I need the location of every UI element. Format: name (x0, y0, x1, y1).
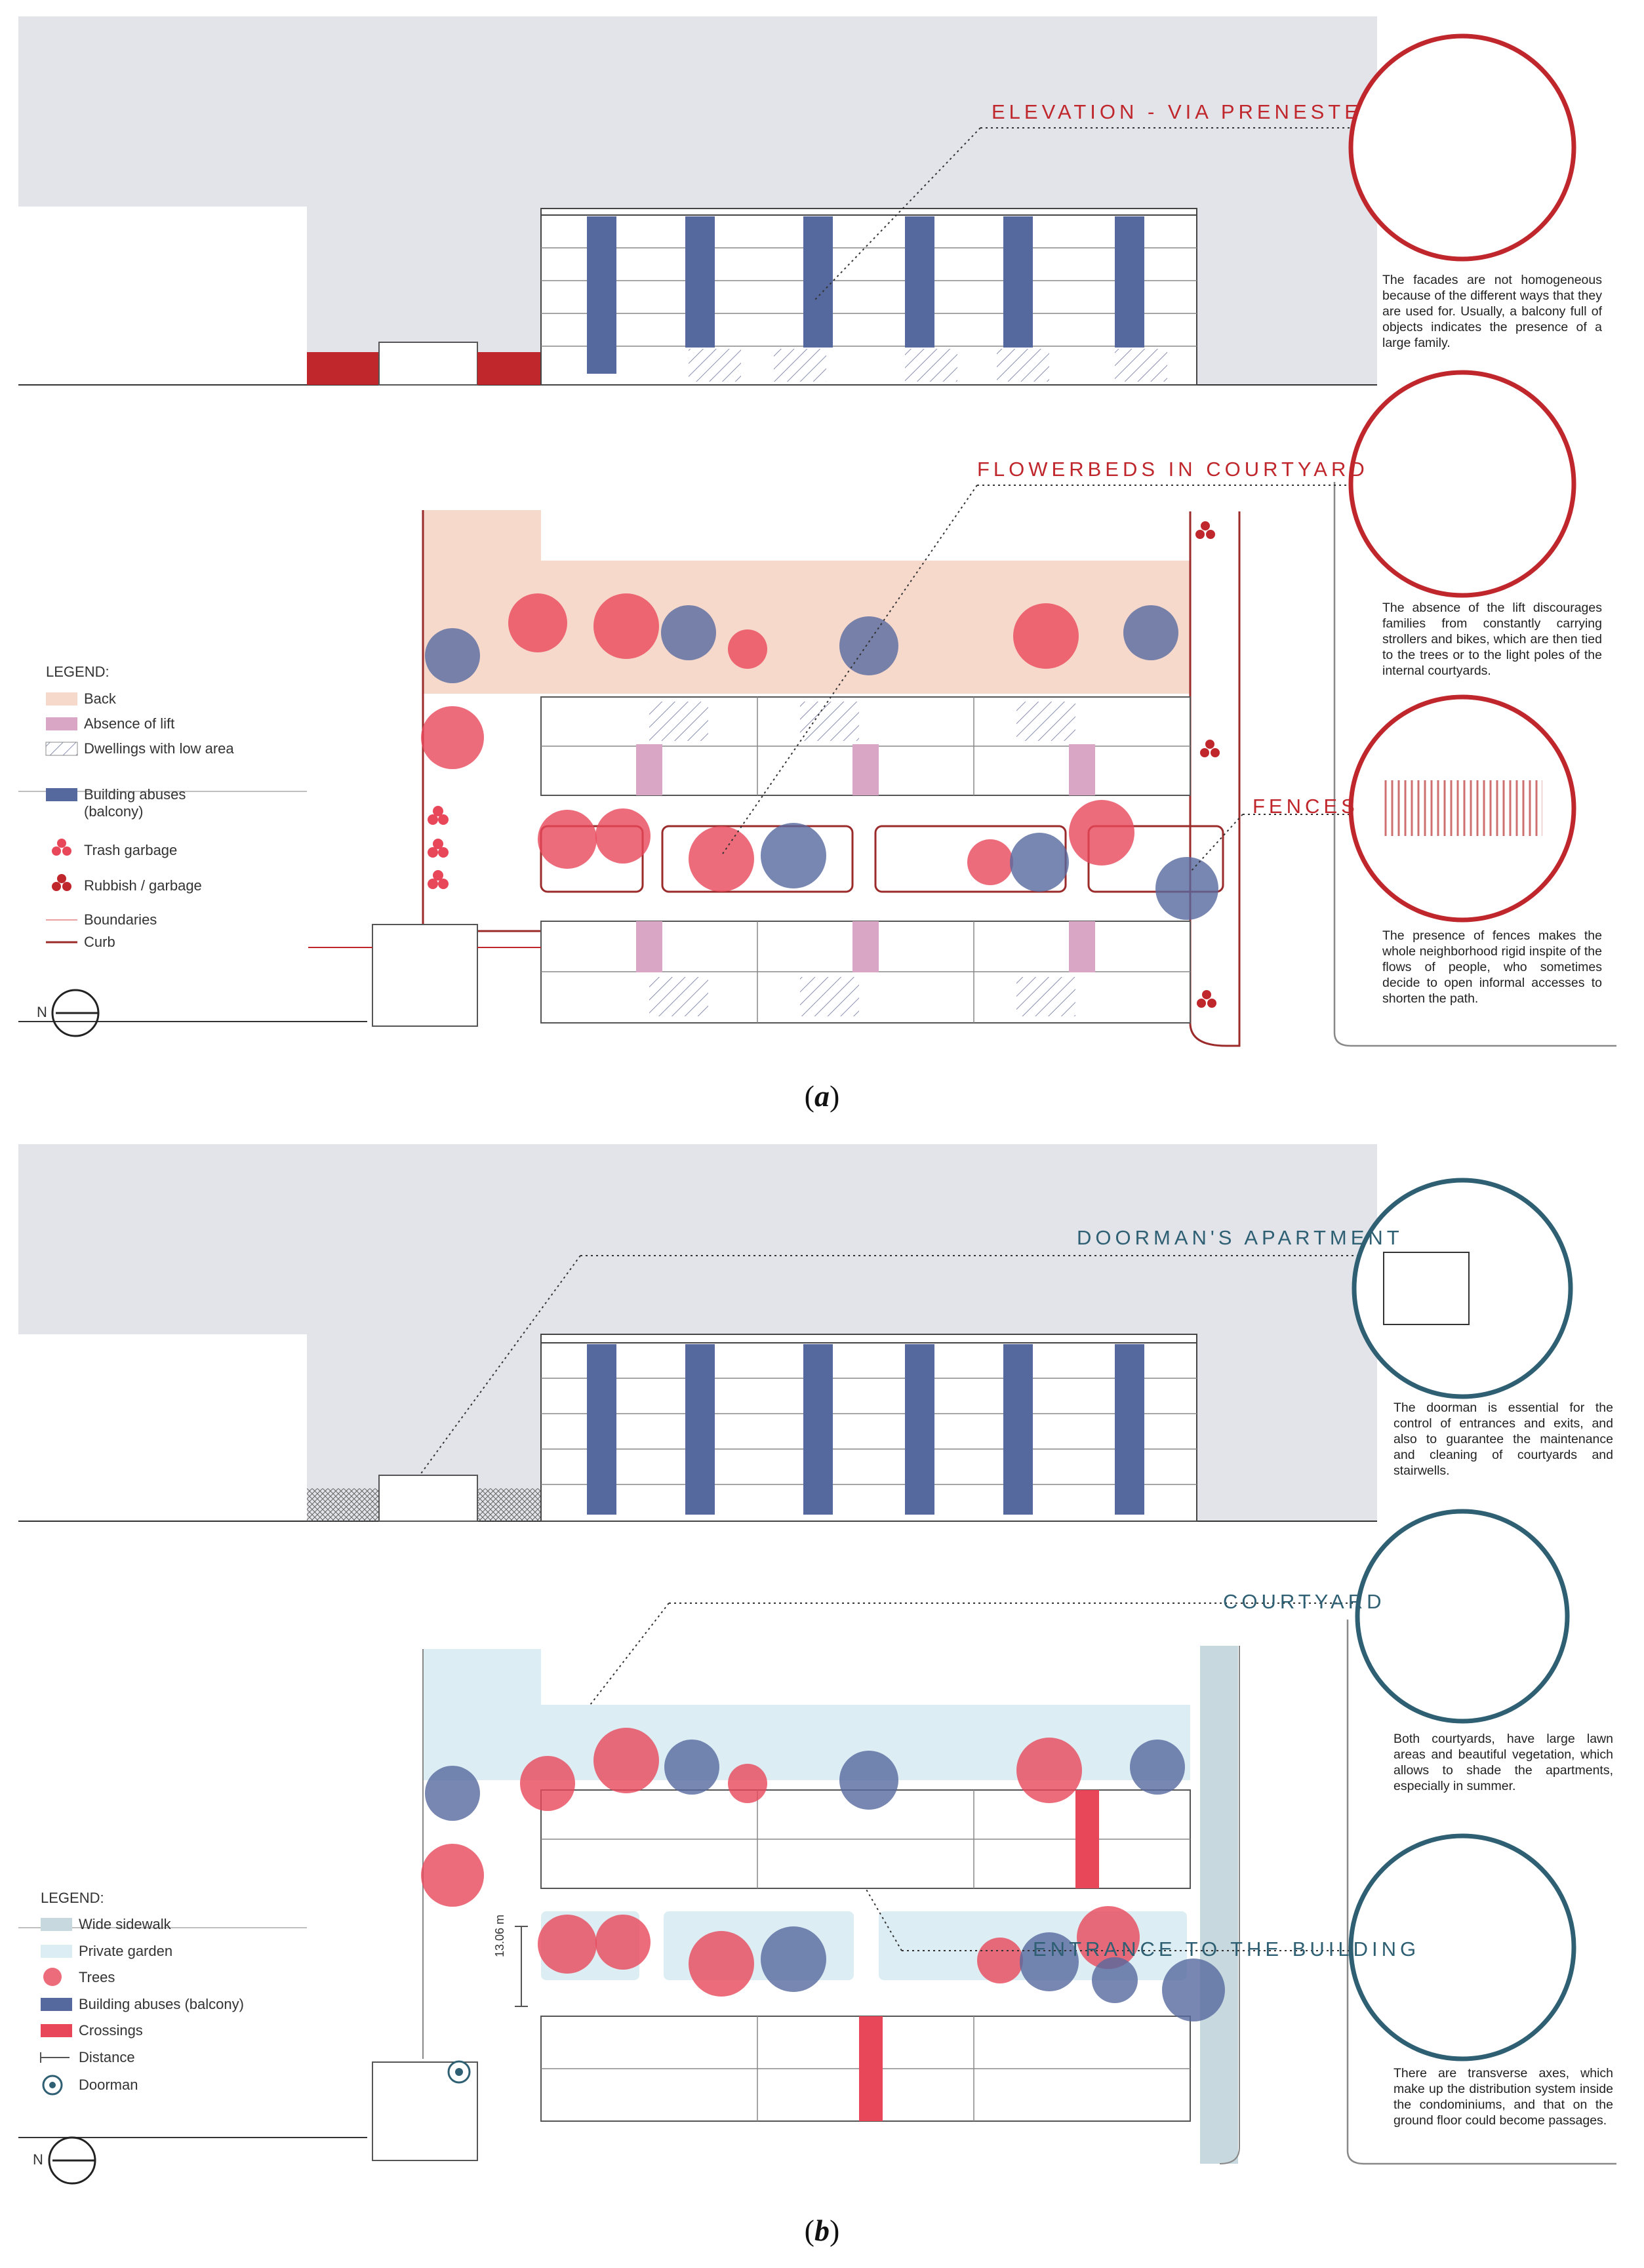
doorman-house-elevation (378, 342, 478, 386)
legend-item-balcony-b: Building abuses (balcony) (79, 1996, 244, 2012)
legend-swatch-lift (46, 717, 77, 730)
flowerbed (661, 825, 854, 893)
legend-item-boundaries: Boundaries (84, 911, 157, 928)
legend-eye-icon (42, 2075, 63, 2096)
wide-sidewalk (1200, 1646, 1238, 2164)
north-label: N (37, 1004, 47, 1020)
callout-flowerbeds: FLOWERBEDS IN COURTYARD (977, 458, 1369, 481)
legend-item-trash: Trash garbage (84, 842, 178, 858)
panel-a-drawing (18, 16, 1616, 1047)
callout-doorman: DOORMAN'S APARTMENT (1077, 1226, 1403, 1249)
legend-a: LEGEND: Back Absence of lift Dwellings w… (46, 664, 282, 952)
legend-distance-icon (40, 2052, 70, 2063)
note-facades: The facades are not homogeneous because … (1382, 273, 1602, 350)
building-row-top-a (540, 696, 1191, 796)
trees-b (421, 1728, 1225, 2021)
legend-b: LEGEND: Wide sidewalk Private garden Tre… (41, 1890, 290, 2106)
legend-swatch-back (46, 692, 77, 706)
legend-item-rubbish: Rubbish / garbage (84, 877, 202, 894)
callout-courtyard: COURTYARD (1223, 1590, 1386, 1613)
legend-item-trees: Trees (79, 1969, 115, 1985)
main-building-elevation-b (540, 1334, 1197, 1522)
doorman-house-plan (372, 924, 478, 1027)
detail-circle-doorman (1352, 1178, 1573, 1399)
legend-swatch-sidewalk (41, 1918, 72, 1931)
legend-item-back: Back (84, 690, 116, 707)
legend-item-sidewalk: Wide sidewalk (79, 1916, 171, 1932)
building-row-bottom-a (540, 921, 1191, 1024)
detail-circle-facades (1348, 33, 1576, 262)
panel-b-drawing (18, 1144, 1616, 2185)
note-lift: The absence of the lift discourages fami… (1382, 601, 1602, 678)
private-garden (423, 1649, 541, 1780)
note-courtyard: Both courtyards, have large lawn areas a… (1393, 1732, 1613, 1793)
trees-a (421, 593, 1218, 920)
panel-a: ELEVATION - VIA PRENESTE FLOWERBEDS IN C… (0, 0, 1644, 1128)
legend-title-b: LEGEND: (41, 1890, 104, 1906)
legend-swatch-dwellings (45, 742, 78, 756)
elevation-fence-left (307, 352, 379, 385)
detail-circle-entrance (1348, 1833, 1576, 2061)
doorman-eye-icon (447, 2060, 471, 2084)
legend-item-dwellings: Dwellings with low area (84, 740, 234, 757)
legend-item-doorman: Doorman (79, 2077, 138, 2093)
legend-item-lift: Absence of lift (84, 715, 175, 732)
callout-entrance: ENTRANCE TO THE BUILDING (1033, 1938, 1420, 1960)
legend-item-crossings: Crossings (79, 2022, 143, 2039)
doorman-house-elevation-b (378, 1475, 478, 1522)
trash-markers-a (428, 521, 1220, 1008)
caption-b: (b) (804, 2214, 840, 2247)
callout-fences: FENCES (1253, 795, 1359, 818)
elevation-fence-right-b (477, 1488, 550, 1521)
crossing (1075, 1790, 1099, 1888)
legend-title: LEGEND: (46, 664, 110, 680)
legend-item-balcony: Building abuses (balcony) (84, 786, 186, 820)
caption-a: (a) (804, 1079, 840, 1113)
panel-b: DOORMAN'S APARTMENT COURTYARD ENTRANCE T… (0, 1134, 1644, 2268)
north-label-b: N (33, 2151, 43, 2168)
legend-item-distance: Distance (79, 2049, 135, 2065)
elevation-fence-right (477, 352, 543, 385)
detail-circle-courtyard (1355, 1509, 1570, 1724)
crossing (859, 2016, 883, 2121)
note-fences: The presence of fences makes the whole n… (1382, 928, 1602, 1006)
legend-trash-icon (52, 839, 71, 856)
main-building-elevation-a (540, 208, 1197, 386)
dimension-label: 13.06 m (493, 1914, 506, 1957)
note-doorman: The doorman is essential for the control… (1393, 1401, 1613, 1478)
legend-swatch-balcony (46, 788, 77, 801)
legend-item-garden: Private garden (79, 1943, 173, 1959)
building-row-bottom-b (540, 2016, 1191, 2122)
detail-circle-lift (1348, 370, 1576, 598)
callout-elevation: ELEVATION - VIA PRENESTE (992, 100, 1362, 123)
legend-swatch-balcony-b (41, 1998, 72, 2011)
note-entrance: There are transverse axes, which make up… (1393, 2066, 1613, 2128)
legend-tree-icon (43, 1968, 62, 1986)
legend-item-curb: Curb (84, 934, 115, 950)
legend-rubbish-icon (52, 874, 71, 891)
legend-swatch-crossings (41, 2024, 72, 2037)
legend-swatch-garden (41, 1945, 72, 1958)
elevation-fence-left-b (307, 1488, 379, 1521)
